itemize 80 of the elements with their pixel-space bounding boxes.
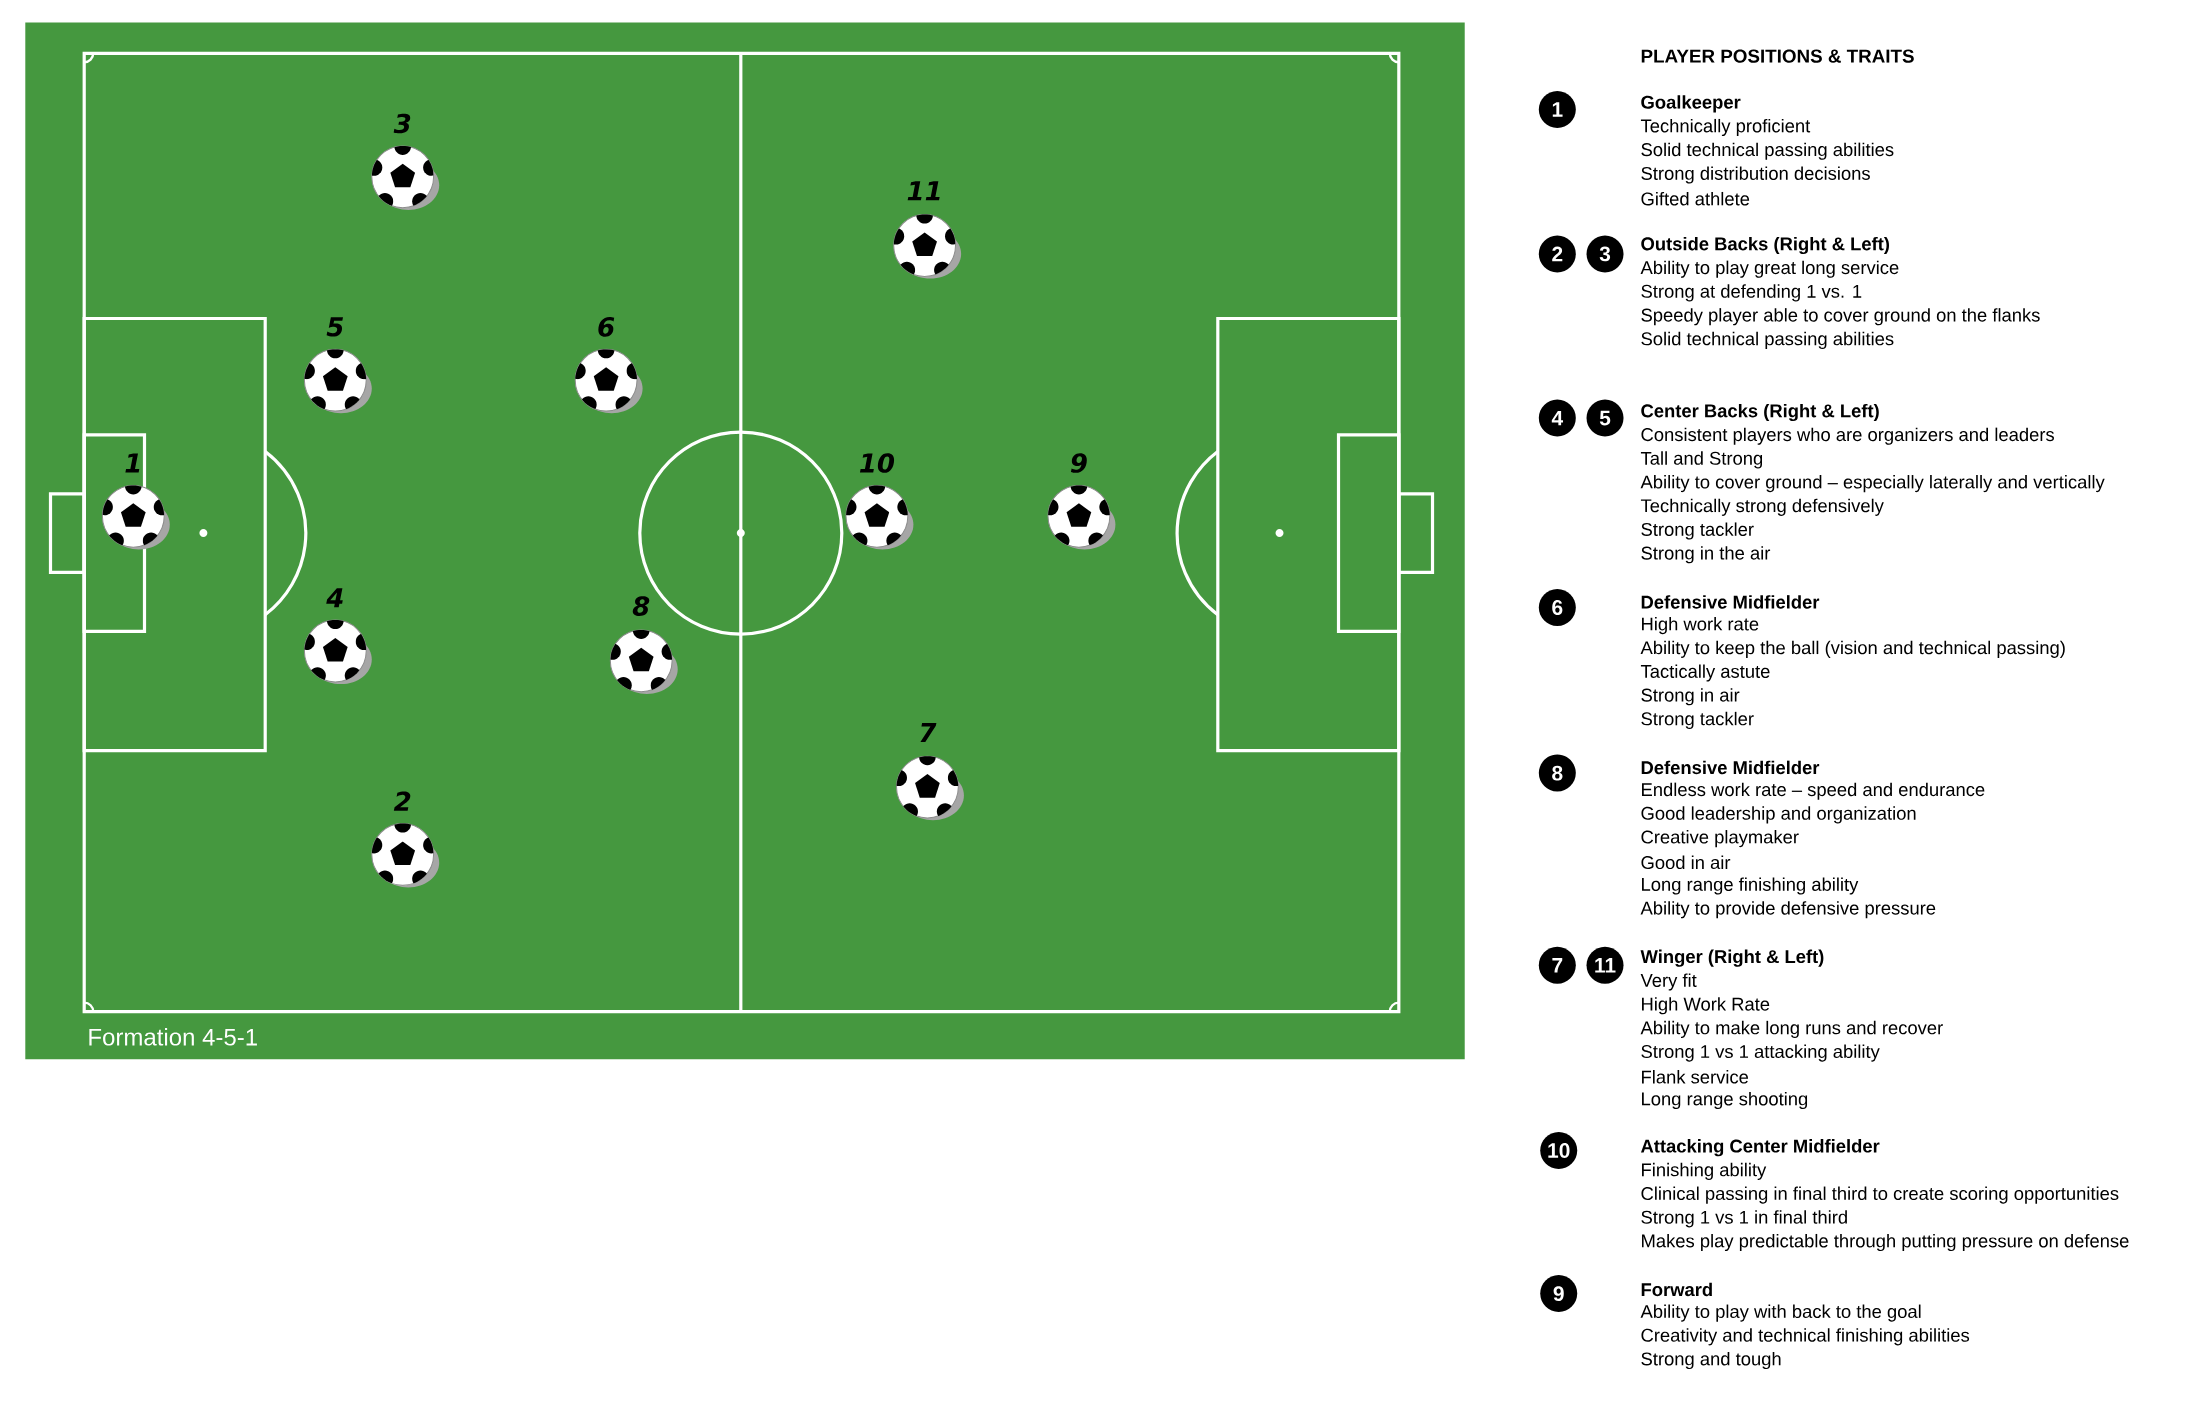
trait-text: Clinical passing in final third to create scoring opportunities: [1641, 1186, 2119, 1204]
trait-text: Strong and tough: [1641, 1351, 1781, 1370]
player-ball: 9: [1047, 453, 1116, 550]
node-label: 4: [326, 588, 343, 608]
player-ball: 7: [896, 722, 964, 821]
trait-text: Creativity and technical finishing abilities: [1641, 1328, 1970, 1346]
trait-text: Technically proficient: [1640, 118, 1811, 137]
trait-text: Ability to make long runs and recover: [1640, 1020, 1943, 1038]
trait-text: Solid technical passing abilities: [1641, 142, 1894, 160]
trait-text: Strong tackler: [1641, 711, 1754, 729]
trait-text: Strong 1 vs 1 attacking ability: [1641, 1044, 1880, 1062]
node-label: 1: [125, 453, 140, 473]
number-badge: 2: [1538, 235, 1576, 273]
player-ball: 10: [845, 453, 914, 550]
node-label: 2: [393, 791, 411, 811]
trait-text: Finishing ability: [1642, 1162, 1767, 1180]
player-ball: 3: [371, 113, 440, 210]
number-badge: 11: [1586, 946, 1624, 984]
trait-text: Makes play predictable through putting pressure on defense: [1642, 1233, 2129, 1252]
trait-text: Ability to keep the ball (vision and technical passing): [1640, 640, 2065, 658]
player-ball: 2: [371, 791, 440, 888]
trait-text: Ability to cover ground – especially laterally and vertically: [1640, 475, 2105, 493]
node-label: 5: [326, 317, 344, 337]
player-ball: 1: [101, 453, 170, 550]
trait-text: Creative playmaker: [1641, 830, 1799, 848]
node-label: 11: [907, 181, 940, 201]
player-ball: 5: [303, 317, 372, 414]
node-label: 10: [859, 453, 895, 473]
trait-text: Strong tackler: [1641, 522, 1754, 540]
node-label: 9: [1070, 453, 1087, 473]
number-badge: 7: [1538, 946, 1576, 984]
trait-text: Strong distribution decisions: [1641, 166, 1870, 184]
trait-text: Solid technical passing abilities: [1641, 331, 1894, 349]
trait-text: High work rate: [1642, 617, 1759, 635]
player-ball: 11: [893, 181, 962, 279]
number-badge: 9: [1540, 1275, 1578, 1313]
position-heading: Center Backs (Right & Left): [1641, 403, 1879, 422]
player-ball: 4: [303, 588, 372, 685]
number-badge: 3: [1586, 235, 1624, 273]
position-heading: Defensive Midfielder: [1641, 760, 1820, 775]
trait-text: Strong in the air: [1641, 546, 1771, 564]
position-heading: Outside Backs (Right & Left): [1641, 236, 1890, 255]
position-heading: Goalkeeper: [1641, 95, 1741, 113]
node-label: 7: [920, 722, 937, 742]
trait-text: Tactically astute: [1640, 664, 1770, 682]
trait-text: Ability to play great long service: [1640, 260, 1899, 278]
trait-text: Speedy player able to cover ground on the flanks: [1641, 308, 2040, 326]
trait-text: Strong at defending 1 vs. 1: [1641, 284, 1862, 302]
trait-text: Long range shooting: [1642, 1091, 1808, 1110]
trait-text: Consistent players who are organizers and leaders: [1641, 427, 2054, 445]
trait-text: High Work Rate: [1642, 997, 1770, 1015]
trait-text: Gifted athlete: [1641, 191, 1750, 206]
trait-text: Strong 1 vs 1 in final third: [1641, 1210, 1847, 1228]
position-heading: Forward: [1641, 1282, 1712, 1297]
position-heading: Attacking Center Midfielder: [1641, 1139, 1880, 1157]
trait-text: Flank service: [1642, 1070, 1749, 1084]
position-heading: Defensive Midfielder: [1641, 595, 1820, 609]
player-ball: 6: [574, 317, 643, 414]
number-badge: 1: [1538, 90, 1576, 128]
trait-text: Very fit: [1640, 973, 1697, 991]
number-badge: 10: [1540, 1132, 1578, 1169]
trait-text: Good leadership and organization: [1641, 806, 1916, 824]
trait-text: Long range finishing ability: [1642, 877, 1859, 895]
trait-text: Strong in air: [1641, 688, 1740, 706]
number-badge: 4: [1538, 399, 1576, 437]
trait-text: Good in air: [1641, 855, 1731, 870]
node-label: 8: [632, 596, 650, 616]
position-heading: Winger (Right & Left): [1640, 949, 1824, 967]
trait-text: Ability to play with back to the goal: [1640, 1304, 1921, 1322]
node-label: 3: [393, 113, 411, 134]
legend-title: PLAYER POSITIONS & TRAITS: [1641, 49, 1914, 63]
trait-text: Endless work rate – speed and endurance: [1642, 782, 1985, 800]
trait-text: Technically strong defensively: [1640, 498, 1884, 516]
number-badge: 5: [1586, 399, 1624, 437]
trait-text: Ability to provide defensive pressure: [1640, 901, 1936, 919]
node-label: 6: [598, 317, 615, 337]
number-badge: 8: [1538, 754, 1576, 792]
number-badge: 6: [1538, 589, 1576, 626]
player-ball: 8: [609, 596, 678, 694]
trait-text: Tall and Strong: [1640, 451, 1763, 469]
